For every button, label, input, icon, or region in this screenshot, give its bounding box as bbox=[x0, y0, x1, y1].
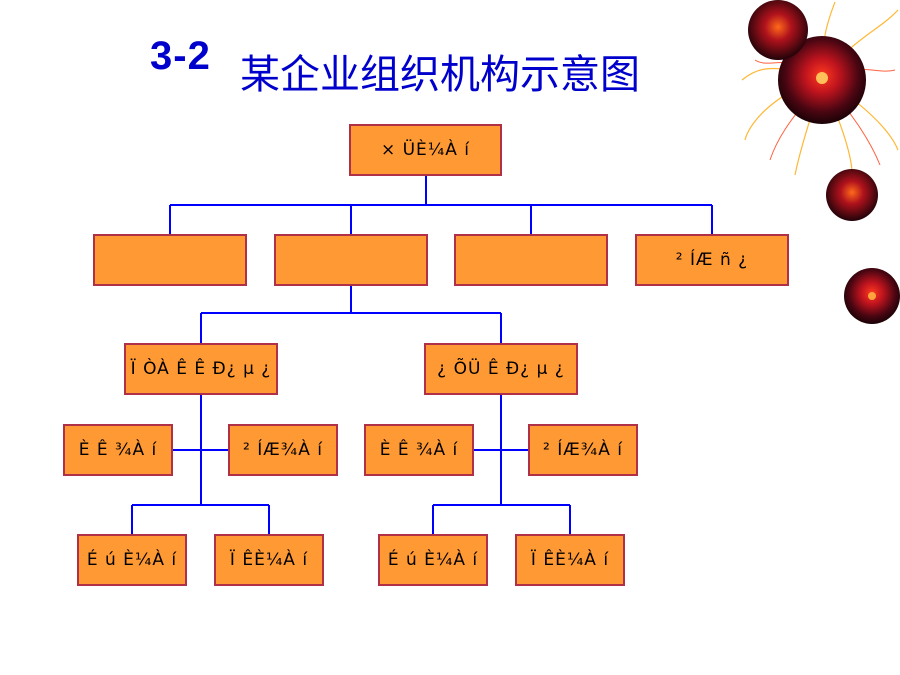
org-node-root: × ÜÈ¼À í bbox=[349, 124, 502, 176]
org-node-l3-2: ² ÍÆ¾À í bbox=[228, 424, 338, 476]
org-node-l4-3: É ú È¼À í bbox=[378, 534, 488, 586]
org-node-l4-2: Ï ÊÈ¼À í bbox=[214, 534, 324, 586]
org-node-subsidiary-2: ¿ ÕÜ Ê Ð¿ µ ¿ bbox=[424, 343, 578, 395]
org-node-dept-4: ² ÍÆ ñ ¿ bbox=[635, 234, 789, 286]
org-node-dept-1 bbox=[93, 234, 247, 286]
slide-title-number: 3-2 bbox=[150, 34, 211, 78]
org-node-l3-3: È Ê ¾À í bbox=[364, 424, 474, 476]
decorative-ornament bbox=[741, 0, 900, 324]
slide-title: 某企业组织机构示意图 bbox=[240, 52, 640, 98]
org-node-l3-1: È Ê ¾À í bbox=[63, 424, 173, 476]
org-node-subsidiary-1: Ï ÒÀ Ê Ê Ð¿ µ ¿ bbox=[124, 343, 278, 395]
org-node-dept-2 bbox=[274, 234, 428, 286]
org-node-l4-4: Ï ÊÈ¼À í bbox=[515, 534, 625, 586]
org-node-dept-3 bbox=[454, 234, 608, 286]
org-node-l3-4: ² ÍÆ¾À í bbox=[528, 424, 638, 476]
org-node-l4-1: É ú È¼À í bbox=[77, 534, 187, 586]
